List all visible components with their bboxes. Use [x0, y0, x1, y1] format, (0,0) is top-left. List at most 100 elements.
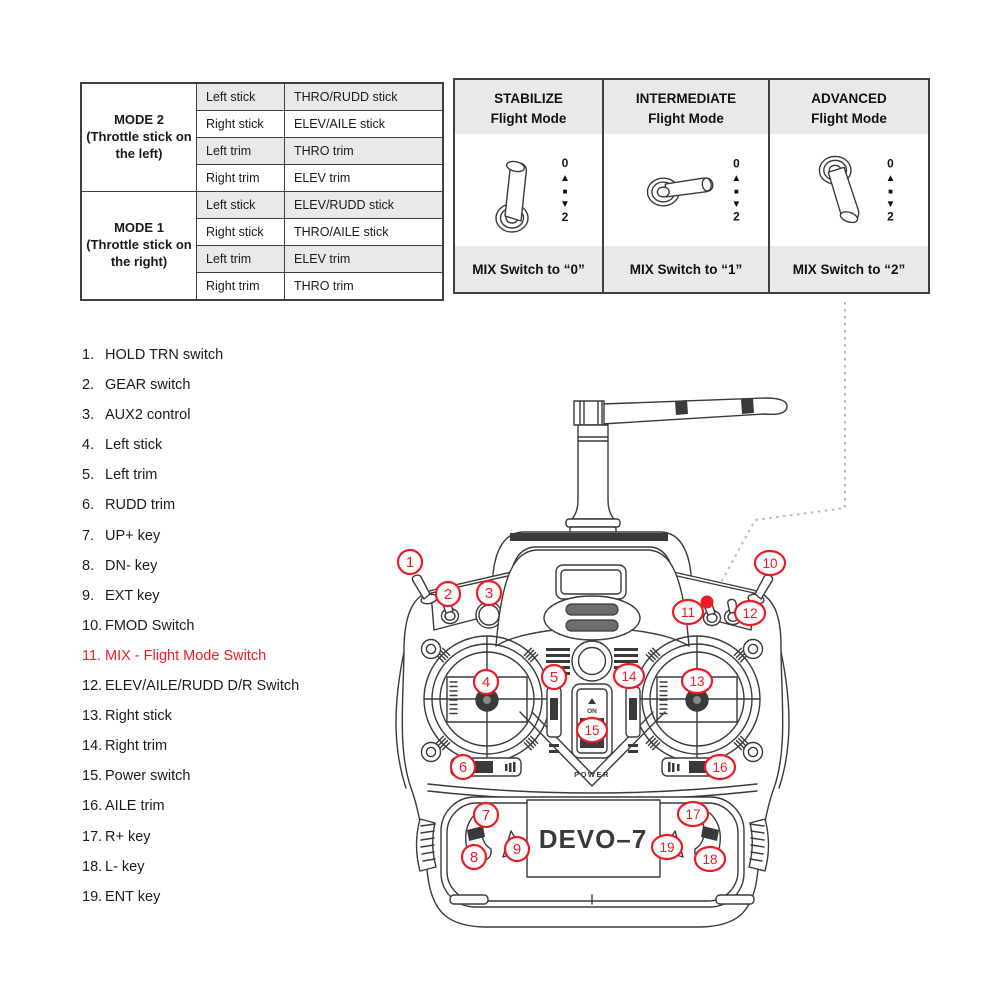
mode-title: STABILIZE [494, 91, 563, 106]
table-row: Right trim ELEV trim [81, 164, 444, 192]
svg-text:ON: ON [587, 708, 597, 715]
callout-17: 17 [676, 800, 710, 828]
mode-subtitle: Flight Mode [811, 110, 887, 126]
left-stick-gimbal [423, 635, 551, 763]
flight-mode-column-stabilize: STABILIZE Flight Mode 0 ▲ ■ [455, 80, 602, 292]
svg-text:18: 18 [702, 852, 717, 867]
callout-6: 6 [449, 753, 477, 781]
legend-label: MIX - Flight Mode Switch [105, 647, 267, 664]
mode-table: MODE 2 (Throttle stick on the left) Left… [80, 82, 444, 301]
switch-position-indicator: 0 ▲ ■ ▼ 2 [886, 156, 896, 223]
mode-title: INTERMEDIATE [635, 91, 737, 106]
callout-4: 4 [472, 668, 500, 696]
legend-item-highlighted: 11.MIX - Flight Mode Switch [82, 647, 267, 664]
legend-item: 7.UP+ key [82, 527, 161, 544]
function-cell: ELEV trim [284, 245, 444, 273]
svg-text:9: 9 [513, 841, 521, 858]
flight-mode-column-advanced: ADVANCED Flight Mode 0 ▲ ■ [768, 80, 928, 292]
column-header: ADVANCED Flight Mode [770, 80, 928, 134]
legend-item: 16.AILE trim [82, 798, 165, 815]
antenna [565, 397, 788, 535]
control-cell: Left trim [196, 137, 285, 165]
svg-text:12: 12 [742, 606, 757, 621]
mix-switch-down-icon: 0 ▲ ■ ▼ 2 [818, 155, 896, 224]
legend-label: UP+ key [105, 527, 161, 544]
table-row: Left trim ELEV trim [81, 245, 444, 273]
column-header: INTERMEDIATE Flight Mode [604, 80, 768, 134]
legend-label: Left trim [105, 467, 158, 484]
left-side-grip [415, 818, 437, 872]
legend-item: 12.ELEV/AILE/RUDD D/R Switch [82, 678, 300, 695]
table-row: Right stick ELEV/AILE stick [81, 110, 444, 138]
callout-10: 10 [753, 549, 787, 577]
control-cell: Right stick [196, 110, 285, 138]
left-foot [449, 894, 489, 905]
svg-text:2: 2 [733, 210, 740, 224]
function-cell: ELEV/AILE stick [284, 110, 444, 138]
legend-label: Right stick [105, 708, 172, 725]
legend-item: 15.Power switch [82, 768, 191, 785]
legend-item: 17.R+ key [82, 828, 151, 845]
right-stick-gimbal [633, 635, 761, 763]
control-cell: Right trim [196, 164, 285, 192]
svg-text:19: 19 [659, 840, 674, 855]
callout-11: 11 [671, 598, 705, 626]
legend-label: RUDD trim [105, 497, 176, 514]
mix-caption: MIX Switch to “2” [770, 246, 928, 292]
parts-legend: 1.HOLD TRN switch 2.GEAR switch 3.AUX2 c… [82, 347, 299, 919]
callout-2: 2 [434, 580, 462, 608]
legend-label: Right trim [105, 738, 168, 755]
legend-label: AUX2 control [105, 407, 191, 424]
legend-label: FMOD Switch [105, 617, 195, 634]
callout-7: 7 [472, 801, 500, 829]
svg-text:8: 8 [470, 849, 478, 866]
grip-hatch-marks [435, 647, 749, 751]
legend-label: Left stick [105, 437, 163, 454]
callout-16: 16 [703, 753, 737, 781]
table-row: Left trim THRO trim [81, 137, 444, 165]
legend-item: 13.Right stick [82, 708, 172, 725]
switch-illustration-down: 0 ▲ ■ ▼ 2 [770, 134, 928, 246]
callout-19: 19 [650, 833, 684, 861]
function-cell: THRO trim [284, 137, 444, 165]
brand-label: DEVO–7 [539, 824, 648, 854]
legend-label: ENT key [105, 888, 161, 905]
speaker-grille [546, 640, 638, 682]
legend-item: 6.RUDD trim [82, 497, 176, 514]
table-row: Right trim THRO trim [81, 272, 444, 301]
svg-text:1: 1 [406, 554, 414, 571]
callout-14: 14 [612, 662, 646, 690]
function-cell: THRO/RUDD stick [284, 82, 444, 111]
mode2-title: MODE 2 [114, 112, 164, 128]
mode2-label-cell: MODE 2 (Throttle stick on the left) [80, 82, 197, 192]
table-row: MODE 2 (Throttle stick on the left) Left… [80, 82, 444, 192]
callout-13: 13 [680, 667, 714, 695]
legend-label: ELEV/AILE/RUDD D/R Switch [105, 678, 300, 695]
screws [420, 638, 764, 763]
function-cell: THRO trim [284, 272, 444, 301]
legend-label: GEAR switch [105, 377, 191, 394]
legend-item: 3.AUX2 control [82, 407, 191, 424]
legend-item: 2.GEAR switch [82, 377, 191, 394]
svg-text:16: 16 [712, 760, 727, 775]
svg-text:5: 5 [550, 669, 558, 686]
power-label: POWER [574, 770, 610, 779]
function-cell: ELEV trim [284, 164, 444, 192]
control-cell: Left stick [196, 82, 285, 111]
mode1-title: MODE 1 [114, 220, 164, 236]
svg-text:▼: ▼ [886, 199, 896, 210]
flight-mode-column-intermediate: INTERMEDIATE Flight Mode 0 ▲ ■ [602, 80, 768, 292]
mode1-label-cell: MODE 1 (Throttle stick on the right) [80, 191, 197, 301]
callout-1: 1 [396, 548, 424, 576]
svg-text:15: 15 [584, 723, 599, 738]
mode2-subtitle: (Throttle stick on the left) [86, 129, 192, 161]
right-vertical-trim [625, 686, 641, 753]
legend-item: 1.HOLD TRN switch [82, 347, 224, 363]
svg-text:6: 6 [459, 759, 467, 776]
svg-text:3: 3 [485, 585, 493, 602]
legend-label: R+ key [105, 828, 151, 845]
callout-9: 9 [503, 835, 531, 863]
mode1-subtitle: (Throttle stick on the right) [86, 237, 192, 269]
callout-15: 15 [575, 716, 609, 744]
column-header: STABILIZE Flight Mode [455, 80, 602, 134]
